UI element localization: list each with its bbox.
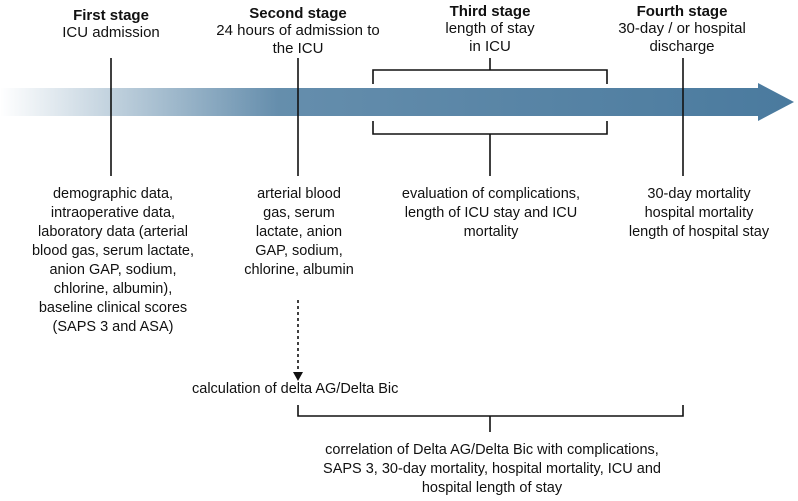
correlation-bracket [297,405,684,432]
third-stage-details: evaluation of complications, length of I… [401,186,581,240]
third-stage-top-bracket [372,58,608,84]
second-stage-header: Second stage 24 hours of admission to th… [196,5,400,58]
second-stage-details: arterial blood gas, serum lactate, anion… [244,186,354,278]
first-stage-details: demographic data, intraoperative data, l… [31,186,194,335]
third-stage-subtitle: length of stay in ICU [445,20,535,55]
fourth-stage-details: 30-day mortality hospital mortality leng… [628,186,770,240]
timeline-arrow [0,83,794,121]
fourth-stage-header: Fourth stage 30-day / or hospital discha… [594,3,770,56]
fourth-stage-subtitle: 30-day / or hospital discharge [618,20,746,55]
dotted-connector-arrowhead [293,372,303,381]
first-stage-title: First stage [73,7,149,24]
second-stage-subtitle: 24 hours of admission to the ICU [216,22,380,57]
first-stage-header: First stage ICU admission [36,7,186,42]
correlation-text: correlation of Delta AG/Delta Bic with c… [323,442,661,496]
calculation-label: calculation of delta AG/Delta Bic [192,381,399,397]
first-stage-subtitle: ICU admission [62,24,160,41]
third-stage-header: Third stage length of stay in ICU [420,3,560,56]
fourth-stage-title: Fourth stage [636,3,728,20]
third-stage-title: Third stage [449,3,531,20]
third-stage-bottom-bracket [372,121,608,176]
second-stage-title: Second stage [249,5,347,22]
